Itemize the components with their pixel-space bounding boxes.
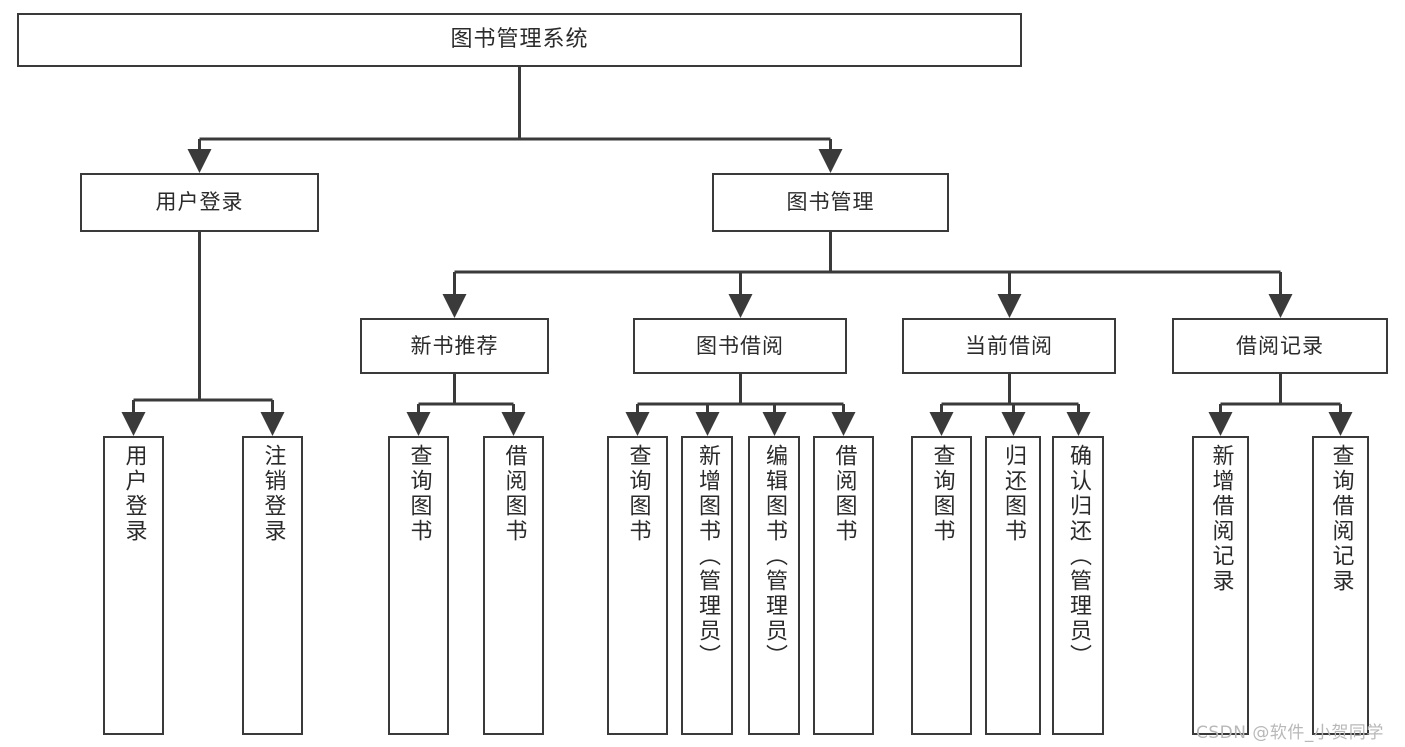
node-label: 借阅图书 — [831, 444, 857, 544]
node-leaf-add-borrow-record[interactable]: 新增借阅记录 — [1192, 436, 1249, 735]
node-label: 归还图书 — [1001, 444, 1026, 544]
node-leaf-add-book-admin[interactable]: 新增图书（管理员） — [681, 436, 733, 735]
node-label: 新书推荐 — [410, 333, 499, 358]
node-book-management-system[interactable]: 图书管理系统 — [17, 13, 1022, 67]
node-label: 确认归还（管理员） — [1066, 444, 1091, 669]
node-leaf-query-borrow-record[interactable]: 查询借阅记录 — [1312, 436, 1369, 735]
node-label: 新增借阅记录 — [1208, 444, 1234, 594]
node-leaf-confirm-return-admin[interactable]: 确认归还（管理员） — [1052, 436, 1104, 735]
node-label: 查询图书 — [406, 444, 432, 544]
node-user-login[interactable]: 用户登录 — [80, 173, 319, 232]
node-borrow-record[interactable]: 借阅记录 — [1172, 318, 1388, 374]
node-label: 查询图书 — [929, 444, 955, 544]
node-label: 编辑图书（管理员） — [762, 444, 787, 669]
node-label: 查询借阅记录 — [1328, 444, 1354, 594]
node-book-borrow[interactable]: 图书借阅 — [633, 318, 847, 374]
node-leaf-user-login[interactable]: 用户登录 — [103, 436, 164, 735]
node-label: 用户登录 — [121, 444, 147, 544]
node-leaf-query-book-current[interactable]: 查询图书 — [911, 436, 972, 735]
node-leaf-borrow-book[interactable]: 借阅图书 — [813, 436, 874, 735]
node-label: 图书借阅 — [696, 333, 784, 358]
node-label: 新增图书（管理员） — [695, 444, 720, 669]
node-book-management[interactable]: 图书管理 — [712, 173, 949, 232]
node-label: 当前借阅 — [965, 333, 1053, 358]
node-label: 借阅记录 — [1236, 333, 1324, 358]
node-leaf-query-book-borrow[interactable]: 查询图书 — [607, 436, 668, 735]
node-current-borrow[interactable]: 当前借阅 — [902, 318, 1116, 374]
node-label: 查询图书 — [625, 444, 651, 544]
node-label: 图书管理系统 — [450, 27, 589, 52]
node-leaf-logout-login[interactable]: 注销登录 — [242, 436, 303, 735]
node-label: 借阅图书 — [501, 444, 527, 544]
watermark-text: CSDN @软件_小贺同学 — [1196, 723, 1384, 743]
node-leaf-query-book-recommend[interactable]: 查询图书 — [388, 436, 449, 735]
node-leaf-borrow-book-recommend[interactable]: 借阅图书 — [483, 436, 544, 735]
node-leaf-return-book[interactable]: 归还图书 — [985, 436, 1041, 735]
node-leaf-edit-book-admin[interactable]: 编辑图书（管理员） — [748, 436, 800, 735]
node-label: 注销登录 — [260, 444, 286, 544]
node-label: 图书管理 — [786, 190, 875, 214]
node-new-book-recommend[interactable]: 新书推荐 — [360, 318, 549, 374]
node-label: 用户登录 — [155, 190, 244, 214]
